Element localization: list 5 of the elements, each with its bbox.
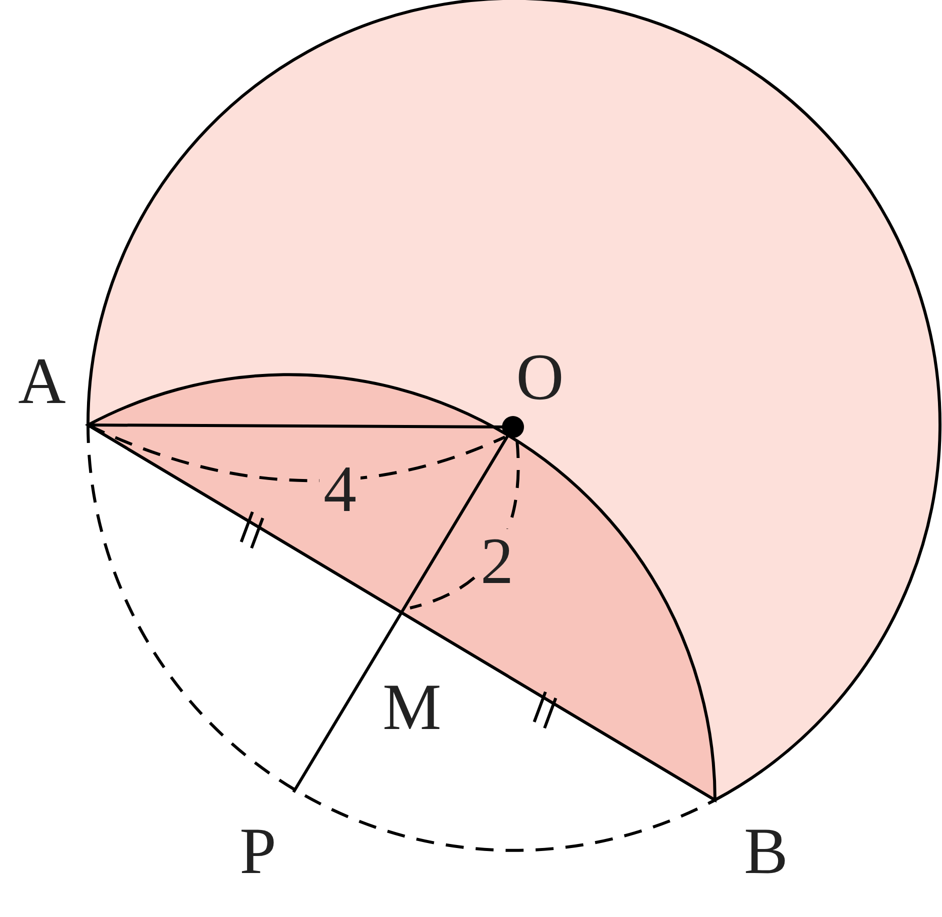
point-label: P: [240, 819, 276, 885]
point-label: A: [18, 349, 66, 415]
point-label: O: [516, 345, 564, 411]
point-label: B: [744, 819, 788, 885]
point-label: M: [382, 675, 442, 741]
